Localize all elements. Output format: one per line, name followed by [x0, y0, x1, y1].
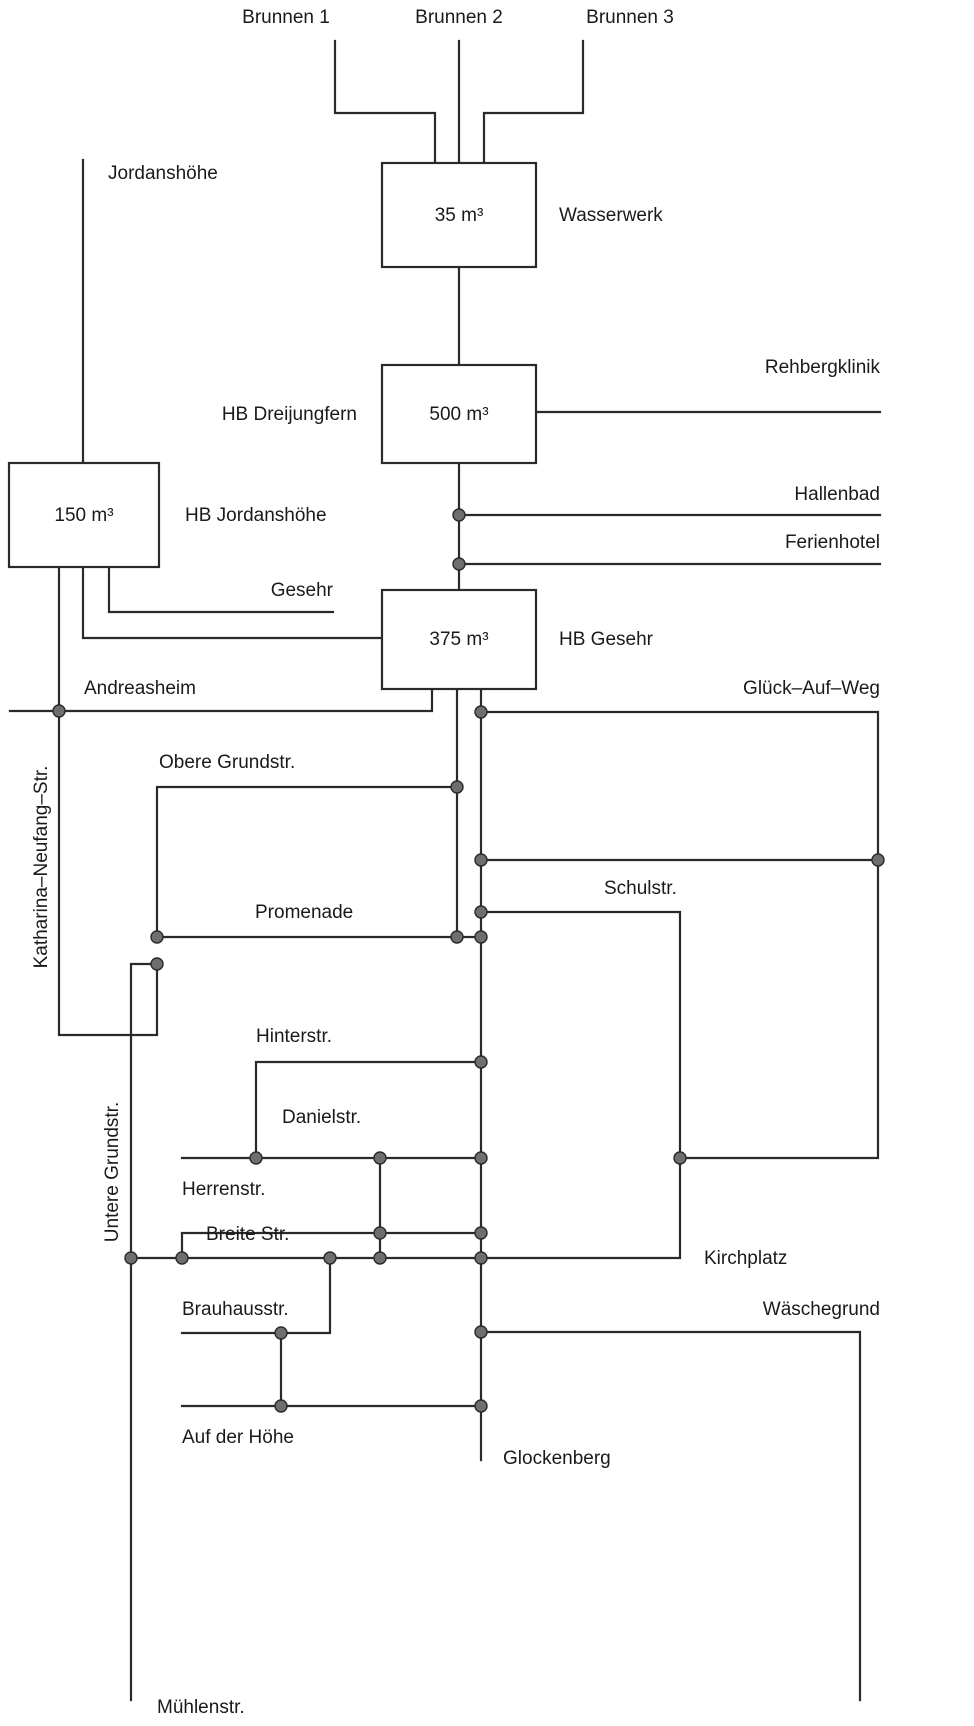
- pipe-katharina-neufang-str: [57, 565, 159, 1037]
- junction-node: [52, 704, 66, 718]
- tank-dreijungfern: 500 m³: [380, 363, 538, 465]
- label-hallenbad: Hallenbad: [794, 484, 880, 505]
- junction-node: [474, 905, 488, 919]
- pipe-andreasheim: [8, 687, 434, 713]
- junction-node: [871, 853, 885, 867]
- pipe-gesehr-branch: [107, 565, 335, 614]
- junction-node: [249, 1151, 263, 1165]
- junction-node: [373, 1226, 387, 1240]
- label-jordanshoehe: Jordanshöhe: [108, 163, 218, 184]
- label-hb-dreijungfern: HB Dreijungfern: [222, 404, 357, 425]
- label-hb-jordanshoehe: HB Jordanshöhe: [185, 505, 327, 526]
- label-rehbergklinik: Rehbergklinik: [765, 357, 881, 378]
- label-brunnen-1: Brunnen 1: [242, 7, 330, 28]
- junction-node: [450, 780, 464, 794]
- junction-node: [150, 957, 164, 971]
- tank-wasserwerk-volume: 35 m³: [435, 205, 484, 226]
- junction-node: [373, 1151, 387, 1165]
- label-obere-grundstr: Obere Grundstr.: [159, 752, 295, 773]
- label-schulstr: Schulstr.: [604, 878, 677, 899]
- junction-node: [150, 930, 164, 944]
- pipe-obere-grundstr: [155, 785, 459, 939]
- label-gesehr: Gesehr: [271, 580, 334, 601]
- label-wasserwerk: Wasserwerk: [559, 205, 663, 226]
- tank-jordanshoehe: 150 m³: [7, 461, 161, 569]
- label-hinterstr: Hinterstr.: [256, 1026, 332, 1047]
- junction-node: [474, 1226, 488, 1240]
- label-untere-grundstr: Untere Grundstr.: [102, 1102, 123, 1242]
- junction-node: [274, 1326, 288, 1340]
- tank-wasserwerk-box: [380, 161, 538, 269]
- junction-node: [452, 557, 466, 571]
- junction-node: [474, 1399, 488, 1413]
- junction-node: [474, 1151, 488, 1165]
- pipe-brauhausstr: [180, 1256, 332, 1335]
- junction-node: [474, 705, 488, 719]
- junction-node: [474, 853, 488, 867]
- junction-node: [175, 1251, 189, 1265]
- label-andreasheim: Andreasheim: [84, 678, 196, 699]
- junction-node: [474, 1055, 488, 1069]
- label-glueck-auf-weg: Glück–Auf–Weg: [743, 678, 880, 699]
- tank-jordanshoehe-box: [7, 461, 161, 569]
- tank-jordanshoehe-volume: 150 m³: [54, 505, 113, 526]
- label-katharina-neufang-str: Katharina–Neufang–Str.: [31, 766, 52, 969]
- label-herrenstr: Herrenstr.: [182, 1179, 265, 1200]
- junction-node: [124, 1251, 138, 1265]
- pipe-brunnen-3: [482, 39, 585, 165]
- label-waeschegrund: Wäschegrund: [763, 1299, 880, 1320]
- tank-gesehr-volume: 375 m³: [429, 629, 488, 650]
- junction-nodes: [52, 508, 885, 1413]
- junction-node: [323, 1251, 337, 1265]
- junction-node: [373, 1251, 387, 1265]
- junction-node: [452, 508, 466, 522]
- pipe-breite-str: [129, 1156, 682, 1260]
- label-hb-gesehr: HB Gesehr: [559, 629, 654, 650]
- pipe-brunnen-1: [333, 39, 437, 165]
- junction-node: [450, 930, 464, 944]
- tank-dreijungfern-volume: 500 m³: [429, 404, 488, 425]
- tank-gesehr-box: [380, 588, 538, 691]
- pipe-waeschegrund: [479, 1330, 862, 1702]
- label-promenade: Promenade: [255, 902, 353, 923]
- label-brunnen-3: Brunnen 3: [586, 7, 674, 28]
- pipe-jordanshoehe-to-gesehr: [81, 565, 383, 640]
- junction-node: [474, 1325, 488, 1339]
- tank-dreijungfern-box: [380, 363, 538, 465]
- label-muehlenstr: Mühlenstr.: [157, 1697, 245, 1718]
- label-brunnen-2: Brunnen 2: [415, 7, 503, 28]
- junction-node: [274, 1399, 288, 1413]
- tank-wasserwerk: 35 m³: [380, 161, 538, 269]
- pipe-untere-grundstr: [129, 962, 159, 1702]
- label-glockenberg: Glockenberg: [503, 1448, 611, 1469]
- pipe-hinterstr: [254, 1060, 483, 1160]
- label-auf-der-hoehe: Auf der Höhe: [182, 1427, 294, 1448]
- pipe-glueck-auf-weg: [479, 710, 880, 1160]
- label-danielstr: Danielstr.: [282, 1107, 361, 1128]
- diagram-labels: Brunnen 1 Brunnen 2 Brunnen 3 Jordanshöh…: [31, 7, 880, 1718]
- junction-node: [474, 1251, 488, 1265]
- tank-gesehr: 375 m³: [380, 588, 538, 691]
- junction-node: [474, 930, 488, 944]
- label-brauhausstr: Brauhausstr.: [182, 1299, 289, 1320]
- junction-node: [673, 1151, 687, 1165]
- label-breite-str: Breite Str.: [206, 1224, 289, 1245]
- label-kirchplatz: Kirchplatz: [704, 1248, 787, 1269]
- label-ferienhotel: Ferienhotel: [785, 532, 880, 553]
- pipe-network: [8, 39, 882, 1702]
